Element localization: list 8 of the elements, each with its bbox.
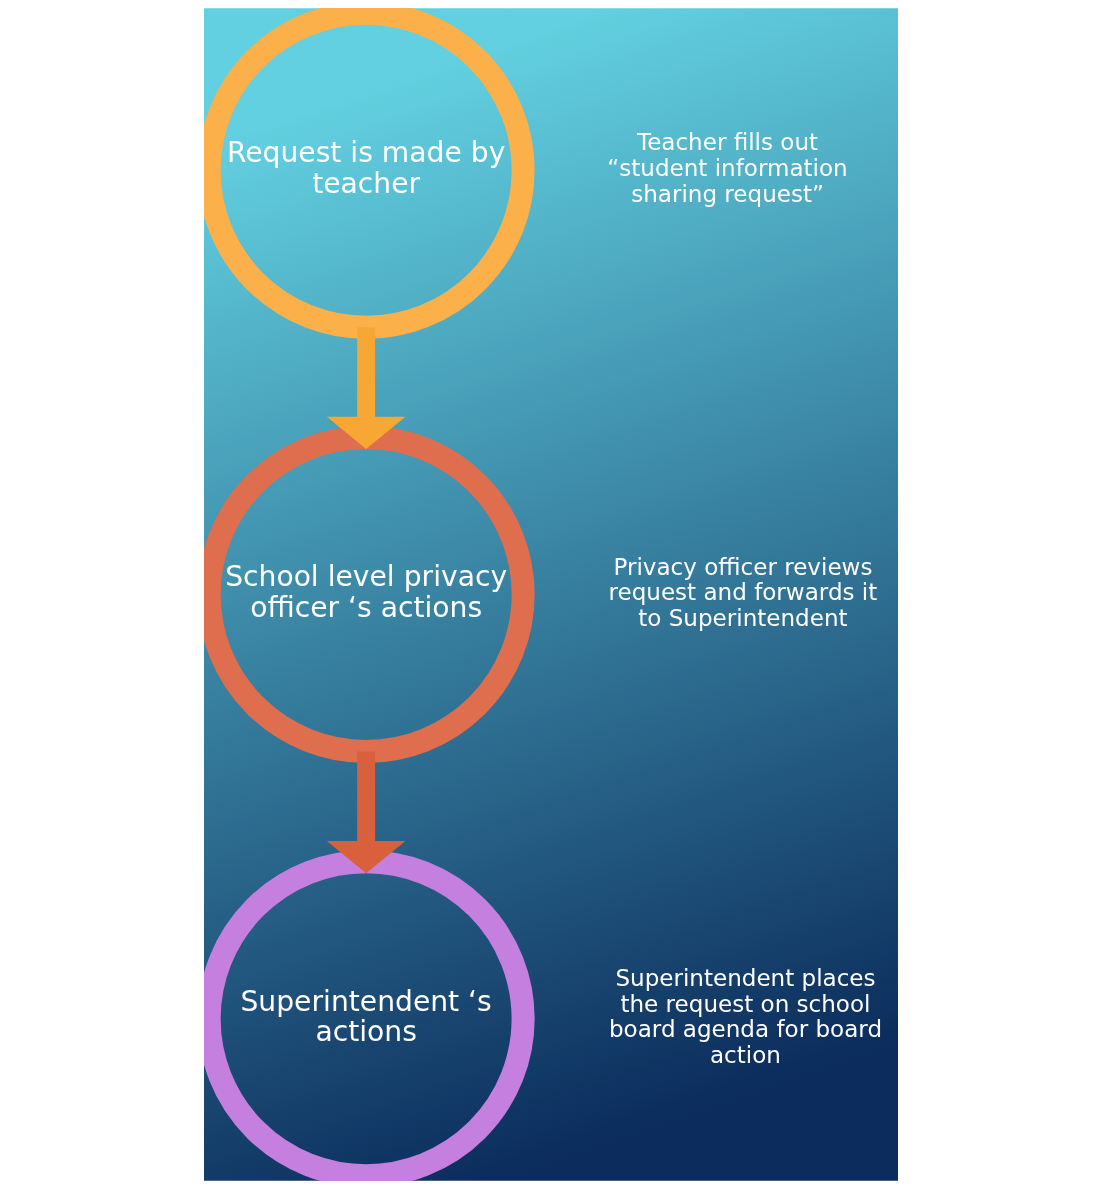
node-circle: School level privacy officer ‘s actions [204,425,535,764]
node-label: Teacher fills out “student information sharing request” [607,129,848,207]
node-circle: Superintendent ‘s actions [204,850,535,1181]
node-circle: Request is made by teacher [204,8,535,339]
arrow [326,751,406,874]
node-label: Superintendent places the request on school board agenda for board action [608,964,883,1068]
arrow [326,327,406,449]
node-label: Privacy officer reviews request and forwards it to Superintendent [608,553,878,631]
